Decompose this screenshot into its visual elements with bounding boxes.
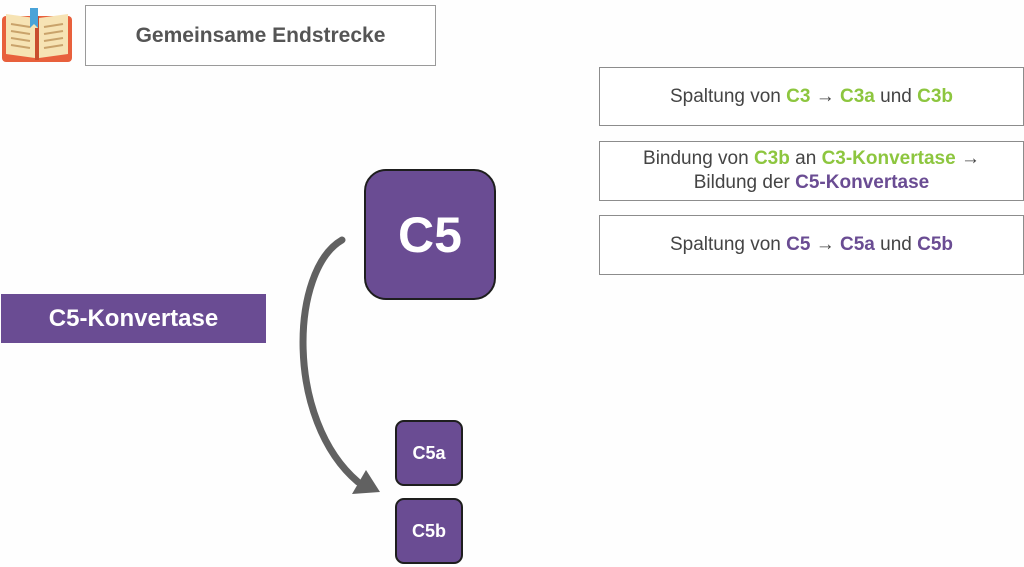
step-text: Bindung von C3b an C3-Konvertase →Bildun… [643, 148, 980, 193]
step-text: Spaltung von C5 → C5a und C5b [669, 234, 954, 255]
step-text: Spaltung von C3 → C3a und C3b [669, 85, 954, 107]
page-title: Gemeinsame Endstrecke [85, 5, 436, 66]
step-box-c5-cleavage: Spaltung von C5 → C5a und C5b [599, 215, 1024, 275]
step-box-c3-cleavage: Spaltung von C3 → C3a und C3b [599, 67, 1024, 126]
c5-convertase-label: C5-Konvertase [1, 294, 266, 343]
c5b-block: C5b [395, 498, 463, 564]
c5-block: C5 [364, 169, 496, 300]
open-book-icon [2, 8, 72, 62]
step-box-c5-convertase-formation: Bindung von C3b an C3-Konvertase →Bildun… [599, 141, 1024, 201]
c5a-block: C5a [395, 420, 463, 486]
